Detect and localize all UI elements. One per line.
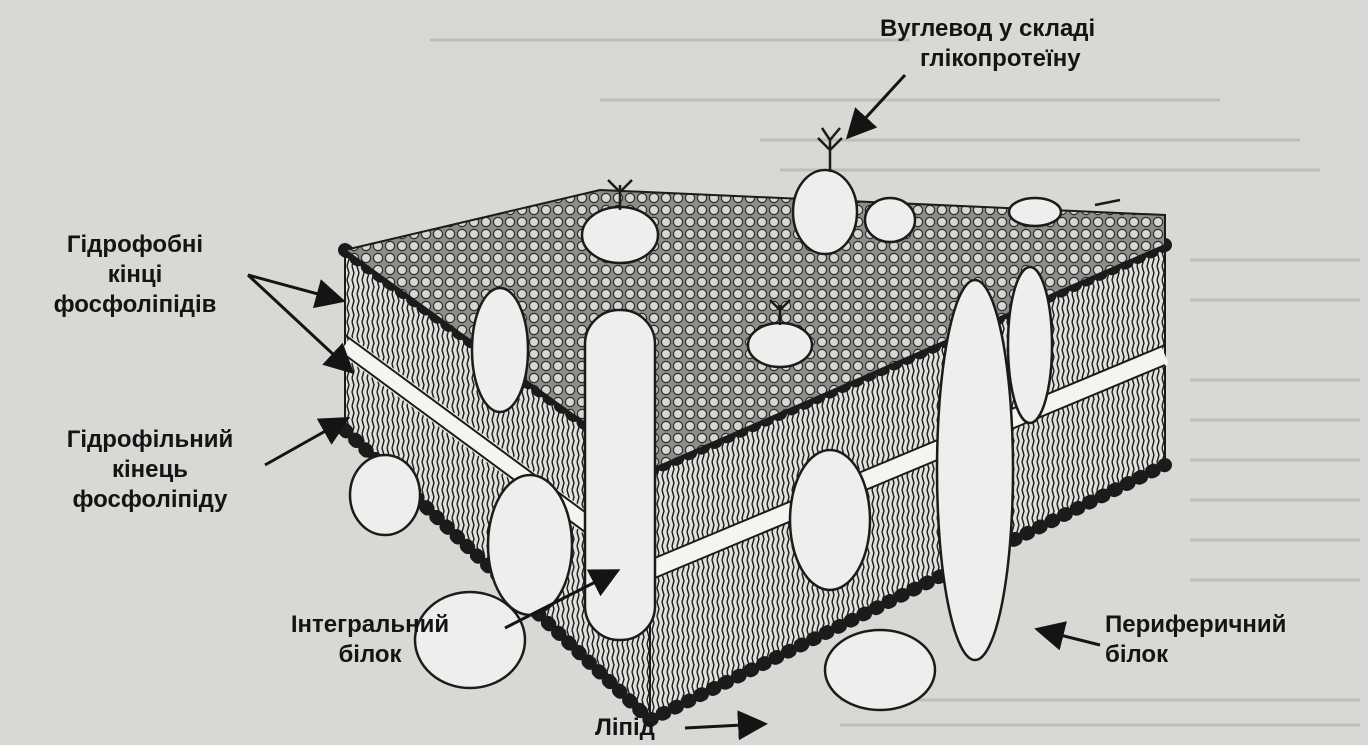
- integral-protein-shape: [585, 310, 655, 640]
- label-integral-line-1: Інтегральний: [265, 610, 475, 640]
- label-integral-protein: Інтегральний білок: [265, 610, 475, 670]
- integral-protein-right: [937, 280, 1013, 660]
- label-lipid: Ліпід: [595, 713, 685, 743]
- lower-protein-4: [825, 630, 935, 710]
- lower-protein-1: [350, 455, 420, 535]
- label-carbohydrate-line-1: Вуглевод у складі: [880, 14, 1200, 44]
- arrow-peripheral: [1040, 630, 1100, 645]
- surface-protein-2: [793, 170, 857, 254]
- label-hydrophobic-line-1: Гідрофобні: [25, 230, 245, 260]
- label-carbohydrate: Вуглевод у складі глікопротеїну: [880, 14, 1200, 74]
- label-peripheral-protein: Периферичний білок: [1105, 610, 1350, 670]
- label-hydrophobic-ends: Гідрофобні кінці фосфоліпідів: [25, 230, 245, 320]
- label-hydrophilic-line-1: Гідрофільний: [25, 425, 275, 455]
- surface-protein-5: [748, 323, 812, 367]
- label-hydrophilic-line-3: фосфоліпіду: [25, 485, 275, 515]
- label-peripheral-line-1: Периферичний: [1105, 610, 1350, 640]
- label-hydrophobic-line-3: фосфоліпідів: [25, 290, 245, 320]
- surface-protein-1: [582, 207, 658, 263]
- channel-protein-left: [472, 288, 528, 412]
- label-peripheral-line-2: білок: [1105, 640, 1350, 670]
- surface-protein-3: [865, 198, 915, 242]
- peripheral-protein-shape: [790, 450, 870, 590]
- label-hydrophilic-line-2: кінець: [25, 455, 275, 485]
- lower-protein-2: [488, 475, 572, 615]
- surface-protein-4: [1009, 198, 1061, 226]
- label-hydrophobic-line-2: кінці: [25, 260, 245, 290]
- arrow-hydrophilic: [265, 420, 345, 465]
- label-integral-line-2: білок: [265, 640, 475, 670]
- label-carbohydrate-line-2: глікопротеїну: [880, 44, 1200, 74]
- edge-protein-right: [1008, 267, 1052, 423]
- label-hydrophilic-end: Гідрофільний кінець фосфоліпіду: [25, 425, 275, 515]
- arrow-carbohydrate: [850, 75, 905, 135]
- arrow-lipid: [685, 724, 762, 728]
